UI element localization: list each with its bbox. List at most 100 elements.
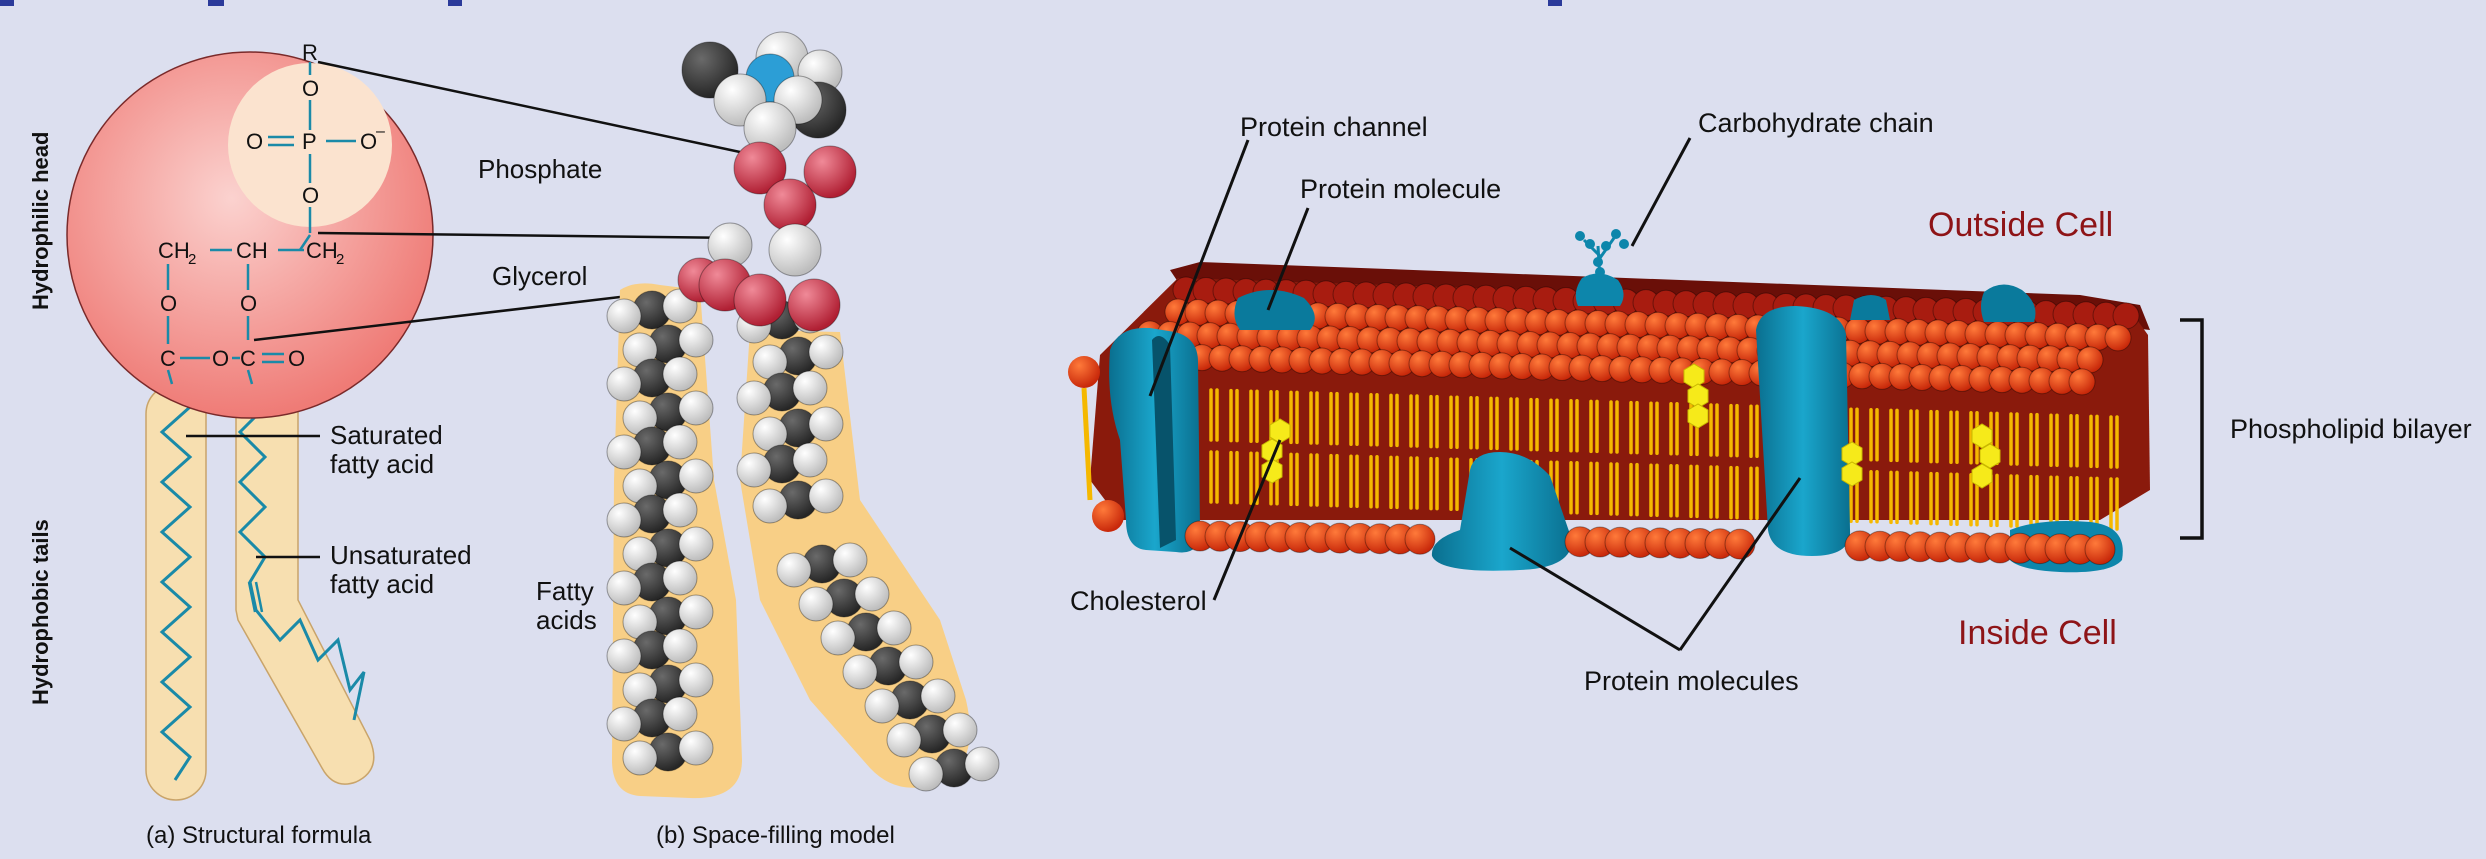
unsaturated-fatty-acid-label-2: fatty acid [330,569,434,599]
hydrophobic-tails-label: Hydrophobic tails [28,519,53,705]
lipid-head [2105,325,2131,351]
hydrogen-atom [663,561,697,595]
negative-charge: – [376,123,385,140]
o-atom: O [212,346,229,371]
cell-membrane-panel: Protein channel Protein molecule Carbohy… [1068,108,2472,696]
structural-formula-caption: (a) Structural formula [146,822,372,849]
hydrogen-atom [887,723,921,757]
hydrogen-atom [607,299,641,333]
ch2-group: CH [158,238,190,263]
saturated-fatty-acid-label-2: fatty acid [330,449,434,479]
ch2-group: CH [306,238,338,263]
oxygen-atom [788,279,840,331]
p-atom: P [302,129,317,154]
hydrogen-atom [679,663,713,697]
o-atom: O [302,76,319,101]
hydrogen-atom [663,425,697,459]
hydrogen-atom [843,655,877,689]
phosphate-label: Phosphate [478,154,602,184]
protein-molecule-label: Protein molecule [1300,174,1501,204]
o-atom: O [288,346,305,371]
hydrogen-atom [663,697,697,731]
hydrogen-atom [679,459,713,493]
o-atom: O [360,129,377,154]
inner-lipid-heads [1185,521,2115,565]
lipid-head [2069,369,2095,395]
carbohydrate-chain-glyph [1575,229,1629,280]
protein-right-top [1981,284,2036,322]
hydrogen-atom [965,747,999,781]
c-atom: C [160,346,176,371]
lipid-head [1405,524,1435,554]
hydrogen-atom [607,707,641,741]
r-atom: R [302,40,318,65]
unsaturated-fatty-acid-label: Unsaturated [330,540,472,570]
structural-formula-panel: Hydrophilic head Hydrophobic tails [28,40,472,849]
hydrogen-atom [799,587,833,621]
fatty-acids-label-2: acids [536,605,597,635]
ch-group: CH [236,238,268,263]
oxygen-atom [764,179,816,231]
title-bar-fragments [0,0,1562,6]
glycerol-label: Glycerol [492,261,587,291]
subscript: 2 [336,251,344,268]
lipid-head [2085,535,2115,565]
outside-cell-label: Outside Cell [1928,206,2113,244]
protein-molecules-label: Protein molecules [1584,666,1799,696]
hydrogen-atom [821,621,855,655]
hydrogen-atom [607,435,641,469]
hydrogen-atom [679,323,713,357]
fatty-acids-label: Fatty [536,576,594,606]
bilayer-bracket [2180,320,2202,538]
hydrogen-atom [793,443,827,477]
hydrogen-atom [607,503,641,537]
hydrogen-atom [809,407,843,441]
hydrogen-atom [607,571,641,605]
hydrogen-atom [679,595,713,629]
o-atom: O [160,291,177,316]
hydrogen-atom [737,381,771,415]
protein-channel-label: Protein channel [1240,112,1428,142]
phospholipid-bilayer-label: Phospholipid bilayer [2230,414,2472,444]
o-atom: O [246,129,263,154]
hydrogen-atom [855,577,889,611]
saturated-fatty-acid-label: Saturated [330,420,443,450]
hydrogen-atom [921,679,955,713]
hydrogen-atom [909,757,943,791]
hydrogen-atom [679,731,713,765]
hydrogen-atom [865,689,899,723]
hydrogen-atom [769,224,821,276]
inside-cell-label: Inside Cell [1958,614,2117,652]
space-filling-head [678,32,856,331]
hydrogen-atom [607,367,641,401]
hydrogen-atom [607,639,641,673]
hydrogen-atom [899,645,933,679]
lipid-head [1725,529,1755,559]
space-filling-panel: Phosphate Glycerol Fatty acids (b) Space… [478,32,999,849]
hydrogen-atom [663,629,697,663]
hydrogen-atom [809,335,843,369]
hydrogen-atom [943,713,977,747]
hydrogen-atom [679,527,713,561]
hydrogen-atom [737,453,771,487]
hydrogen-atom [777,553,811,587]
hydrogen-atom [663,493,697,527]
hydrogen-atom [679,391,713,425]
carbohydrate-chain-label: Carbohydrate chain [1698,108,1934,138]
hydrogen-atom [809,479,843,513]
cholesterol-label: Cholesterol [1070,586,1207,616]
hydrogen-atom [663,357,697,391]
o-atom: O [302,183,319,208]
hydrogen-atom [877,611,911,645]
hydrophilic-head-label: Hydrophilic head [28,132,53,310]
space-filling-caption: (b) Space-filling model [656,822,895,849]
hydrogen-atom [753,489,787,523]
hydrogen-atom [623,741,657,775]
c-atom: C [240,346,256,371]
hydrogen-atom [833,543,867,577]
subscript: 2 [188,251,196,268]
o-atom: O [240,291,257,316]
oxygen-atom [734,274,786,326]
